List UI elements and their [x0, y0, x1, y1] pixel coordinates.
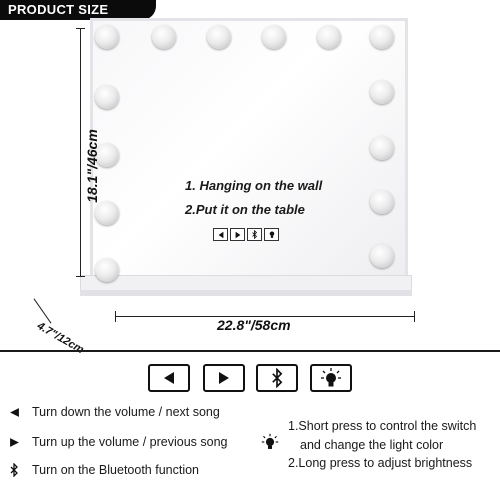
instruction-table: 2.Put it on the table	[185, 202, 305, 217]
volume-up-icon	[219, 372, 229, 384]
legend-light-color: and change the light color	[300, 438, 444, 452]
mirror-base-front	[80, 290, 412, 296]
header-title: PRODUCT SIZE	[8, 2, 109, 17]
width-dimension-tick	[414, 311, 415, 322]
height-dimension-tick	[76, 28, 85, 29]
bulb	[95, 25, 119, 49]
width-dimension-line	[115, 316, 415, 317]
light-button[interactable]	[310, 364, 352, 392]
bulb	[95, 258, 119, 282]
bulb	[95, 85, 119, 109]
volume-up-icon	[230, 228, 245, 241]
instruction-hang: 1. Hanging on the wall	[185, 178, 323, 193]
mirror-touch-panel	[213, 228, 279, 241]
volume-down-icon	[8, 406, 20, 418]
light-bulb-icon	[260, 432, 280, 452]
bulb	[262, 25, 286, 49]
bulb	[317, 25, 341, 49]
bulb	[95, 201, 119, 225]
bluetooth-icon	[272, 368, 283, 388]
bulb	[152, 25, 176, 49]
height-dimension-line	[80, 28, 81, 276]
volume-up-button[interactable]	[203, 364, 245, 392]
legend-volume-up: Turn up the volume / previous song	[32, 435, 228, 449]
legend-light-long-press: 2.Long press to adjust brightness	[288, 456, 473, 470]
volume-down-icon	[164, 372, 174, 384]
volume-down-icon	[213, 228, 228, 241]
bulb	[370, 136, 394, 160]
section-divider	[0, 350, 500, 352]
light-bulb-icon	[321, 368, 341, 387]
width-dimension-tick	[115, 311, 116, 322]
mirror-base	[80, 275, 412, 291]
height-dimension-tick	[76, 276, 85, 277]
bluetooth-icon	[247, 228, 262, 241]
legend-light-short-press: 1.Short press to control the switch	[288, 419, 477, 433]
bulb	[207, 25, 231, 49]
height-label: 18.1"/46cm	[84, 129, 100, 203]
bulb	[370, 244, 394, 268]
header-banner	[0, 0, 156, 20]
bluetooth-icon	[8, 462, 20, 477]
bulb	[95, 143, 119, 167]
volume-down-button[interactable]	[148, 364, 190, 392]
bulb	[370, 25, 394, 49]
light-bulb-icon	[264, 228, 279, 241]
volume-up-icon	[8, 436, 20, 448]
legend-bluetooth: Turn on the Bluetooth function	[32, 463, 200, 477]
bulb	[370, 80, 394, 104]
width-label: 22.8"/58cm	[217, 317, 291, 333]
bulb	[370, 190, 394, 214]
bluetooth-button[interactable]	[256, 364, 298, 392]
depth-dimension-line	[33, 298, 52, 324]
legend-volume-down: Turn down the volume / next song	[32, 405, 220, 419]
